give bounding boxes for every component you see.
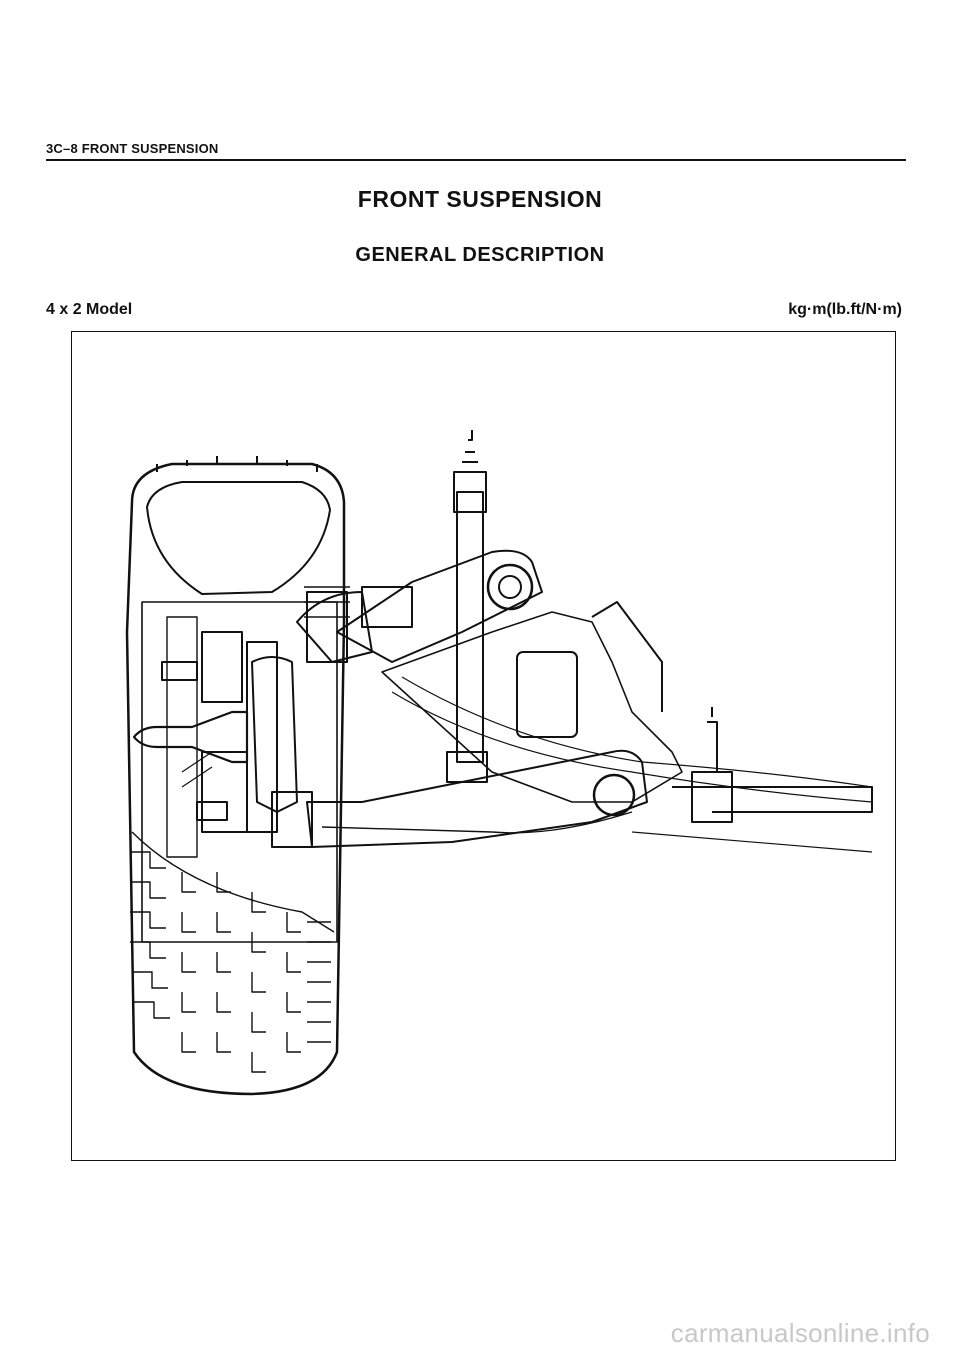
steering-knuckle-icon <box>251 586 373 813</box>
tire-icon <box>125 456 346 1096</box>
torsion-bar-icon <box>391 676 873 853</box>
watermark: carmanualsonline.info <box>670 1318 930 1348</box>
page-section-header: 3C–8 FRONT SUSPENSION <box>46 141 219 156</box>
hub-brake-assembly-icon <box>132 601 338 943</box>
torque-unit-label: kg·m(lb.ft/N·m) <box>788 301 902 318</box>
lower-control-arm-icon <box>271 749 648 848</box>
header-divider <box>46 159 906 161</box>
frame-crossmember-icon <box>381 601 683 803</box>
upper-control-arm-icon <box>336 549 543 663</box>
page-title: FRONT SUSPENSION <box>357 186 603 212</box>
suspension-figure-frame <box>71 331 896 1161</box>
section-subtitle: GENERAL DESCRIPTION <box>355 244 605 266</box>
model-label: 4 x 2 Model <box>46 301 133 318</box>
front-suspension-cutaway-illustration <box>125 430 873 1096</box>
